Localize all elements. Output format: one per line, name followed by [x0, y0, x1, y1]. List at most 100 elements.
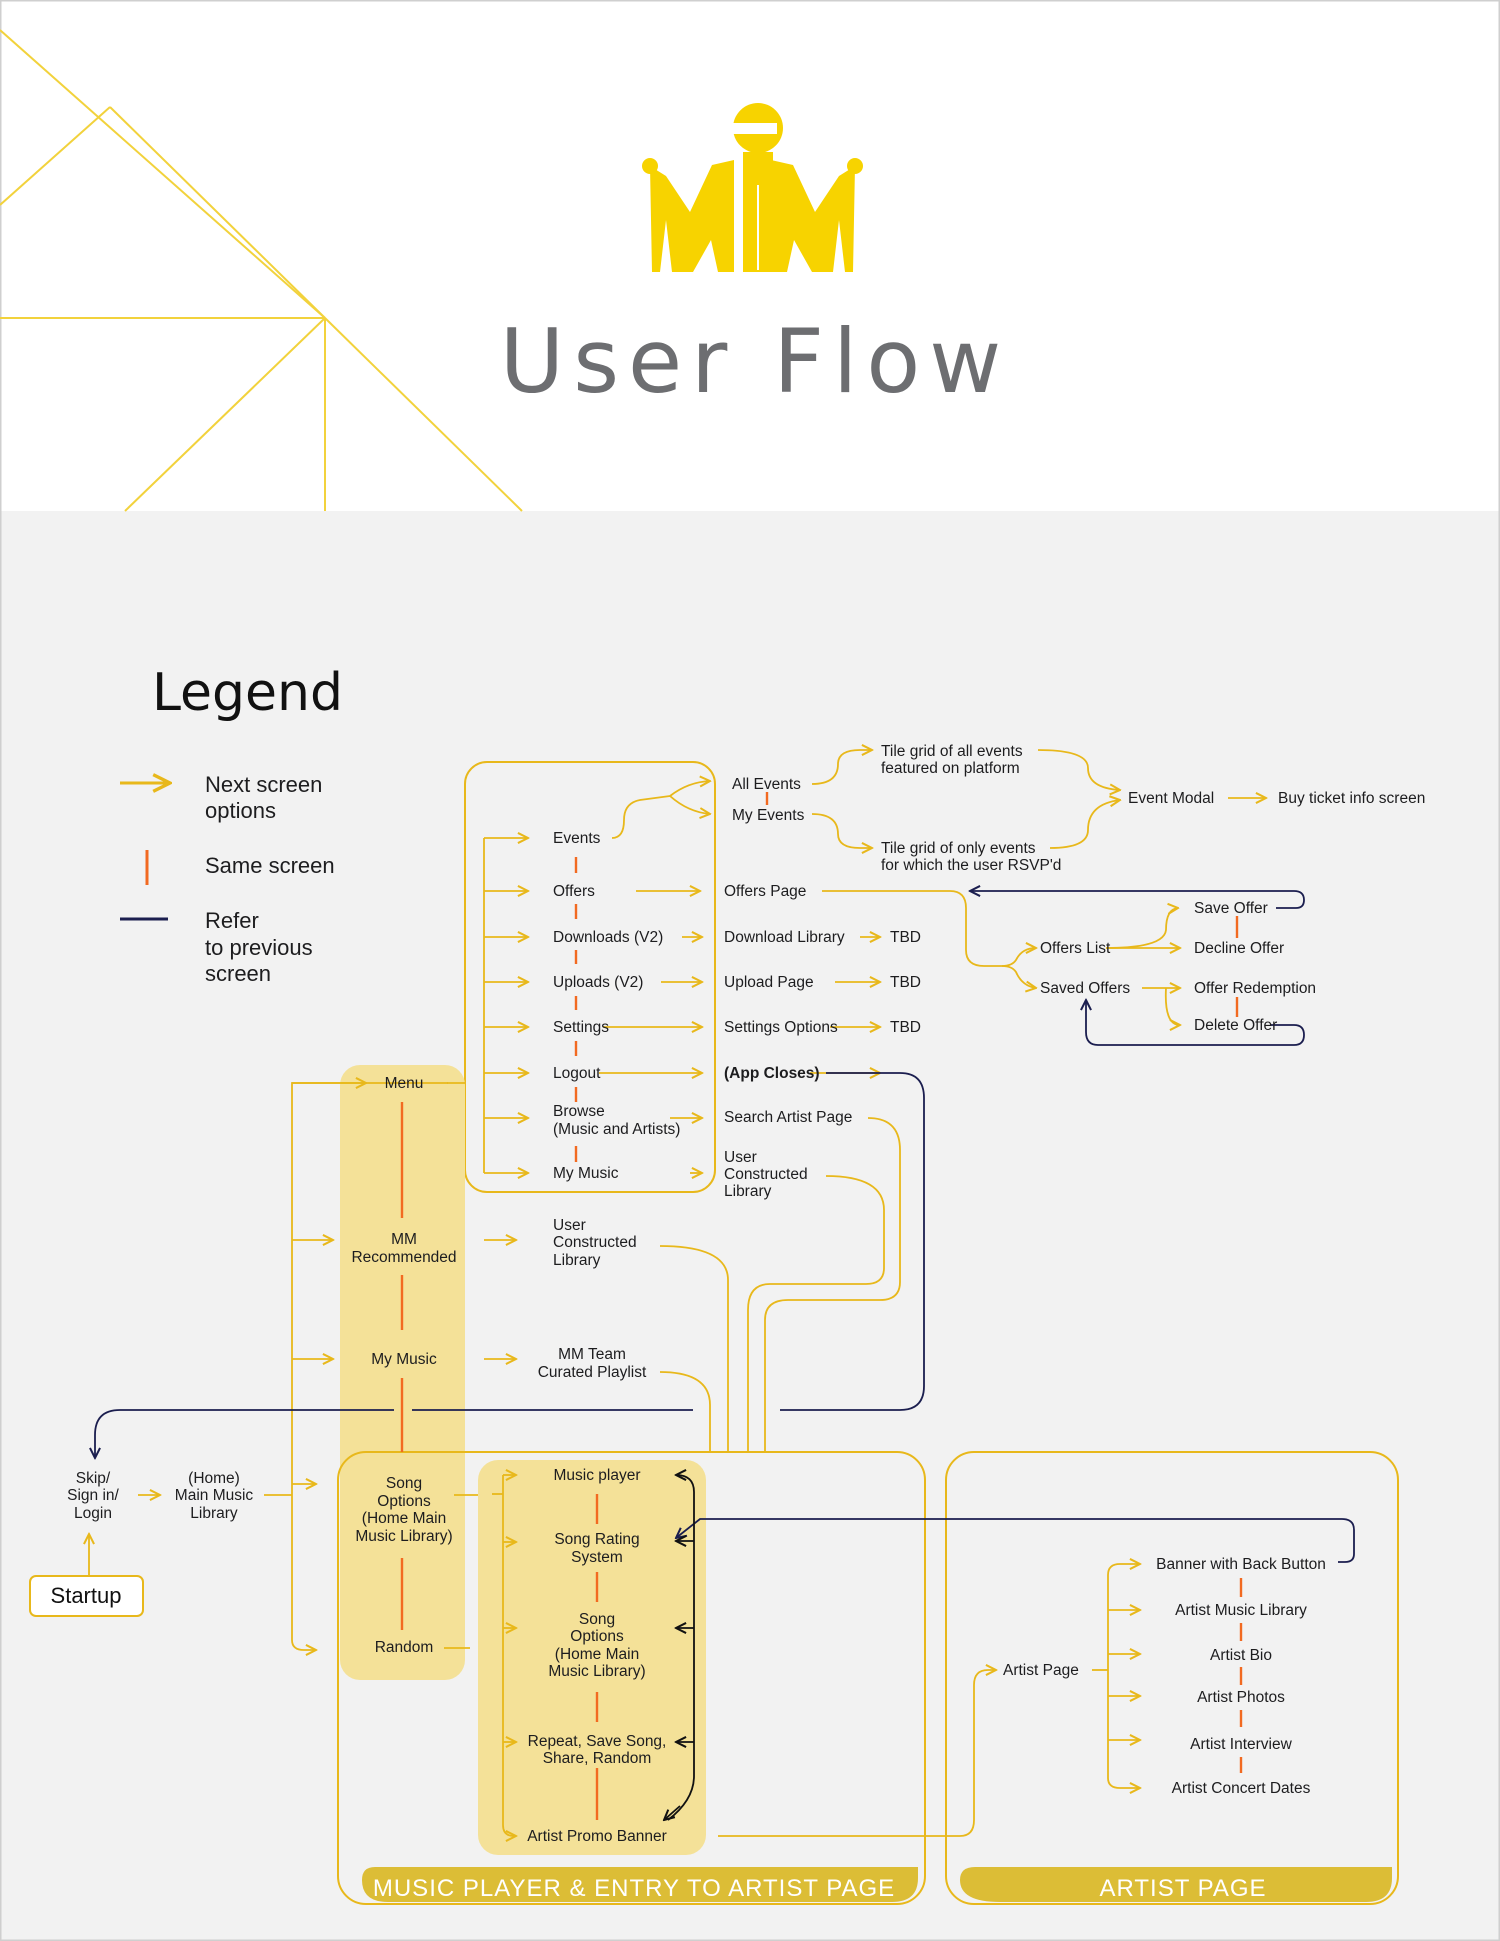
- legend-refer-line1: Refer: [205, 908, 259, 933]
- home-song-options-line3[interactable]: (Home Main: [362, 1510, 446, 1527]
- home-user-library-line3: Library: [553, 1252, 601, 1269]
- menu-options-group: [464, 761, 716, 1193]
- decorative-geometry: [0, 29, 523, 512]
- home-library-line2: Main Music: [175, 1487, 254, 1504]
- skip-signin-line2[interactable]: Sign in/: [67, 1487, 119, 1504]
- player-song-options-line2[interactable]: Options: [570, 1628, 624, 1645]
- startup-box[interactable]: [29, 1575, 144, 1617]
- player-song-options-line1[interactable]: Song: [579, 1611, 615, 1628]
- artist-interview[interactable]: Artist Interview: [1190, 1736, 1292, 1753]
- legend-refer-line2: to previous: [205, 935, 313, 960]
- artist-page: Artist Page: [1003, 1662, 1079, 1679]
- startup-label: Startup: [51, 1583, 122, 1608]
- song-rating-line2[interactable]: System: [571, 1549, 623, 1566]
- music-player[interactable]: Music player: [554, 1467, 641, 1484]
- repeat-save-line1[interactable]: Repeat, Save Song,: [528, 1733, 667, 1750]
- menu-user-library-line2: Constructed: [724, 1166, 808, 1183]
- legend-next-line2: options: [205, 798, 276, 823]
- flow-connectors: [89, 750, 1266, 1836]
- menu-user-library-line1: User: [724, 1149, 757, 1166]
- artist-page-band: [960, 1867, 1392, 1902]
- tile-grid-mine-line1: Tile grid of only events: [881, 840, 1036, 857]
- decline-offer: Decline Offer: [1194, 940, 1284, 957]
- song-rating-line1[interactable]: Song Rating: [554, 1531, 639, 1548]
- mm-team-playlist-line2: Curated Playlist: [538, 1364, 647, 1381]
- music-player-band: [362, 1867, 918, 1902]
- offers-page: Offers Page: [724, 883, 806, 900]
- skip-signin-line3[interactable]: Login: [74, 1505, 112, 1522]
- artist-banner-back-button[interactable]: Banner with Back Button: [1156, 1556, 1326, 1573]
- home-library-line1: (Home): [188, 1470, 240, 1487]
- mm-team-playlist-line1: MM Team: [558, 1346, 626, 1363]
- menu-user-library-line3: Library: [724, 1183, 772, 1200]
- app-closes: (App Closes): [724, 1065, 820, 1082]
- menu-item-offers[interactable]: Offers: [553, 883, 595, 900]
- menu-item-browse-line2[interactable]: (Music and Artists): [553, 1121, 680, 1138]
- legend-next-line1: Next screen: [205, 772, 322, 797]
- mm-recommended-line2[interactable]: Recommended: [351, 1249, 456, 1266]
- search-artist-page: Search Artist Page: [724, 1109, 852, 1126]
- saved-offers: Saved Offers: [1040, 980, 1130, 997]
- home-menu[interactable]: Menu: [385, 1075, 424, 1092]
- downloads-tbd: TBD: [890, 929, 921, 946]
- menu-item-events[interactable]: Events: [553, 830, 601, 847]
- menu-item-my-music[interactable]: My Music: [553, 1165, 619, 1182]
- legend-refer-line3: screen: [205, 961, 271, 986]
- artist-promo-banner[interactable]: Artist Promo Banner: [527, 1828, 667, 1845]
- player-column-highlight: [478, 1460, 706, 1855]
- offers-list: Offers List: [1040, 940, 1111, 957]
- skip-signin-line1[interactable]: Skip/: [76, 1470, 111, 1487]
- music-player-group: [337, 1451, 926, 1905]
- download-library: Download Library: [724, 929, 845, 946]
- home-song-options-line1[interactable]: Song: [386, 1475, 422, 1492]
- home-random[interactable]: Random: [375, 1639, 434, 1656]
- artist-bio[interactable]: Artist Bio: [1210, 1647, 1272, 1664]
- artist-photos[interactable]: Artist Photos: [1197, 1689, 1285, 1706]
- home-user-library-line2: Constructed: [553, 1234, 637, 1251]
- page-title: User Flow: [500, 310, 1010, 413]
- uploads-tbd: TBD: [890, 974, 921, 991]
- music-player-band-label: MUSIC PLAYER & ENTRY TO ARTIST PAGE: [373, 1875, 895, 1902]
- back-reference-connectors: [95, 891, 1355, 1563]
- menu-item-uploads[interactable]: Uploads (V2): [553, 974, 643, 991]
- buy-ticket-info: Buy ticket info screen: [1278, 790, 1425, 807]
- player-back-links: [664, 1475, 695, 1820]
- menu-item-logout[interactable]: Logout: [553, 1065, 601, 1082]
- menu-item-browse-line1[interactable]: Browse: [553, 1103, 605, 1120]
- home-song-options-line4[interactable]: Music Library): [355, 1528, 452, 1545]
- home-song-options-line2[interactable]: Options: [377, 1493, 431, 1510]
- legend-heading: Legend: [152, 663, 343, 723]
- tile-grid-all-line2: featured on platform: [881, 760, 1020, 777]
- logo-visor: [731, 123, 777, 134]
- settings-options: Settings Options: [724, 1019, 838, 1036]
- settings-tbd: TBD: [890, 1019, 921, 1036]
- all-events: All Events: [732, 776, 801, 793]
- legend-same-screen: Same screen: [205, 853, 335, 878]
- artist-concert-dates[interactable]: Artist Concert Dates: [1172, 1780, 1311, 1797]
- my-events: My Events: [732, 807, 805, 824]
- home-my-music[interactable]: My Music: [371, 1351, 437, 1368]
- diagram-panel: [0, 511, 1500, 1941]
- upload-page: Upload Page: [724, 974, 814, 991]
- tile-grid-all-line1: Tile grid of all events: [881, 743, 1023, 760]
- artist-page-band-label: ARTIST PAGE: [1099, 1875, 1266, 1902]
- tile-grid-mine-line2: for which the user RSVP'd: [881, 857, 1061, 874]
- artist-page-group: [945, 1451, 1399, 1905]
- player-song-options-line3[interactable]: (Home Main: [555, 1646, 639, 1663]
- artist-music-library[interactable]: Artist Music Library: [1175, 1602, 1307, 1619]
- save-offer: Save Offer: [1194, 900, 1268, 917]
- mm-recommended-line1[interactable]: MM: [391, 1231, 417, 1248]
- menu-item-settings[interactable]: Settings: [553, 1019, 609, 1036]
- same-screen-links: [400, 792, 1243, 1820]
- home-column-highlight: [340, 1065, 465, 1680]
- player-song-options-line4[interactable]: Music Library): [548, 1663, 645, 1680]
- home-library-line3: Library: [190, 1505, 238, 1522]
- menu-item-downloads[interactable]: Downloads (V2): [553, 929, 663, 946]
- crown-logo-icon: [642, 103, 863, 272]
- repeat-save-line2[interactable]: Share, Random: [543, 1750, 652, 1767]
- event-modal: Event Modal: [1128, 790, 1214, 807]
- delete-offer: Delete Offer: [1194, 1017, 1277, 1034]
- offer-redemption: Offer Redemption: [1194, 980, 1316, 997]
